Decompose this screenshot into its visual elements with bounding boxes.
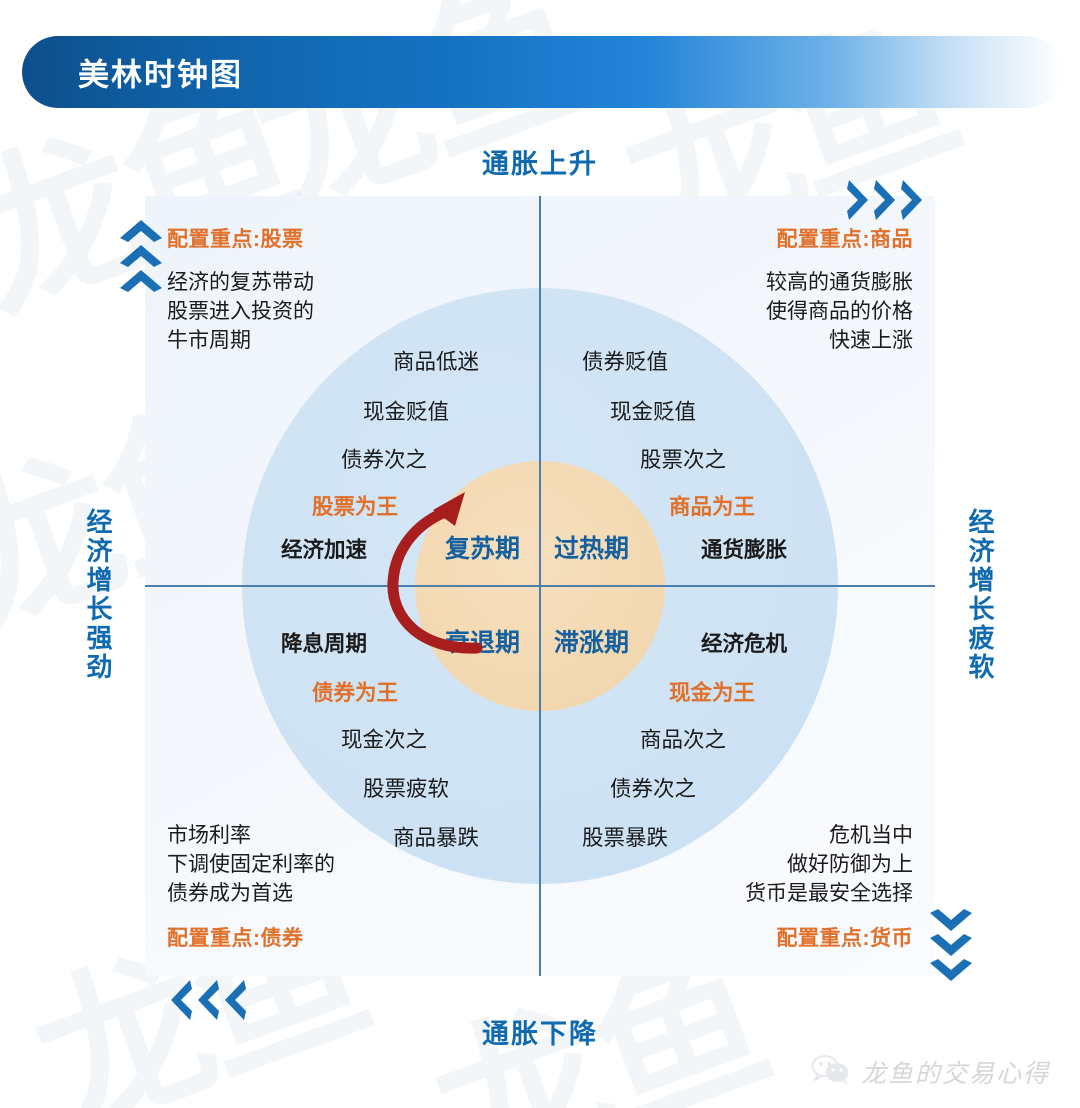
allocation-focus-overheat: 配置重点:商品 <box>776 228 913 251</box>
allocation-focus-recession: 配置重点:债券 <box>167 927 304 951</box>
chevron-right-icon <box>873 178 898 222</box>
chevron-right-icon <box>846 178 925 222</box>
ring-item-stagflation-3: 股票暴跌 <box>582 826 669 850</box>
chevron-down-icon <box>928 933 974 958</box>
horizontal-axis-line <box>145 585 935 587</box>
note-line: 市场利率 <box>167 824 251 848</box>
footer-account-name: 龙鱼的交易心得 <box>860 1061 1050 1088</box>
driver-overheat: 通货膨胀 <box>701 538 788 562</box>
ring-item-recovery-2: 现金贬值 <box>363 400 450 424</box>
note-line: 快速上涨 <box>829 328 913 352</box>
chevron-left-icon <box>195 978 220 1022</box>
best-asset-stagflation: 现金为王 <box>669 681 756 705</box>
ring-item-recession-1: 现金次之 <box>341 728 428 752</box>
chevron-left-icon <box>222 978 247 1022</box>
note-line: 经济的复苏带动 <box>167 270 314 294</box>
ring-item-overheat-3: 股票次之 <box>640 448 727 472</box>
allocation-focus-stagflation: 配置重点:货币 <box>776 927 913 951</box>
allocation-focus-recovery: 配置重点:股票 <box>167 228 304 251</box>
axis-label-growth-strong: 经济增长强劲 <box>83 508 113 682</box>
best-asset-recovery: 股票为王 <box>312 495 399 519</box>
footer-account: 龙鱼的交易心得 <box>811 1054 1050 1090</box>
page-title: 美林时钟图 <box>78 57 243 93</box>
note-line: 下调使固定利率的 <box>167 853 335 877</box>
driver-recession: 降息周期 <box>281 632 368 656</box>
phase-overheat: 过热期 <box>554 535 630 563</box>
chevron-left-icon <box>168 978 193 1022</box>
phase-stagflation: 滞涨期 <box>554 629 630 657</box>
ring-item-recovery-3: 债券次之 <box>341 448 428 472</box>
note-line: 货币是最安全选择 <box>745 882 913 906</box>
chevron-up-icon <box>118 268 164 293</box>
chevron-down-icon <box>928 958 974 983</box>
best-asset-recession: 债券为王 <box>312 681 399 705</box>
note-line: 股票进入投资的 <box>167 299 314 323</box>
quadrant-note-stagflation: 危机当中 做好防御为上 货币是最安全选择 配置重点:货币 <box>745 822 913 954</box>
chevron-up-icon <box>118 243 164 268</box>
ring-item-overheat-1: 债券贬值 <box>582 350 669 374</box>
ring-item-stagflation-1: 商品次之 <box>640 728 727 752</box>
chevron-up-icon <box>118 218 164 243</box>
ring-item-overheat-2: 现金贬值 <box>610 400 697 424</box>
ring-item-recession-3: 商品暴跌 <box>393 826 480 850</box>
chevron-down-icon <box>928 908 974 933</box>
axis-label-inflation-down: 通胀下降 <box>482 1019 598 1049</box>
ring-item-recovery-1: 商品低迷 <box>393 350 480 374</box>
driver-recovery: 经济加速 <box>281 538 368 562</box>
axis-label-growth-weak: 经济增长疲软 <box>965 508 995 682</box>
title-banner: 美林时钟图 <box>22 36 1062 108</box>
note-line: 较高的通货膨胀 <box>766 270 913 294</box>
chevron-right-icon <box>846 178 871 222</box>
note-line: 使得商品的价格 <box>766 299 913 323</box>
best-asset-overheat: 商品为王 <box>669 495 756 519</box>
driver-stagflation: 经济危机 <box>701 632 788 656</box>
quadrant-note-overheat: 配置重点:商品 较高的通货膨胀 使得商品的价格 快速上涨 <box>766 226 913 356</box>
note-line: 牛市周期 <box>167 328 251 352</box>
chevron-left-icon <box>168 978 247 1022</box>
ring-item-recession-2: 股票疲软 <box>363 777 450 801</box>
note-line: 危机当中 <box>829 824 913 848</box>
ring-item-stagflation-2: 债券次之 <box>610 777 697 801</box>
clock-chart-panel: 配置重点:股票 经济的复苏带动 股票进入投资的 牛市周期 配置重点:商品 较高的… <box>145 196 935 976</box>
wechat-logo-icon <box>811 1054 851 1090</box>
note-line: 做好防御为上 <box>787 853 913 877</box>
phase-recession: 衰退期 <box>445 629 521 657</box>
chevron-down-icon <box>928 908 974 983</box>
note-line: 债券成为首选 <box>167 882 293 906</box>
quadrant-note-recession: 市场利率 下调使固定利率的 债券成为首选 配置重点:债券 <box>167 822 335 954</box>
chevron-up-icon <box>118 218 164 293</box>
chevron-right-icon <box>900 178 925 222</box>
quadrant-note-recovery: 配置重点:股票 经济的复苏带动 股票进入投资的 牛市周期 <box>167 226 314 356</box>
axis-label-inflation-up: 通胀上升 <box>482 149 598 179</box>
phase-recovery: 复苏期 <box>445 535 521 563</box>
